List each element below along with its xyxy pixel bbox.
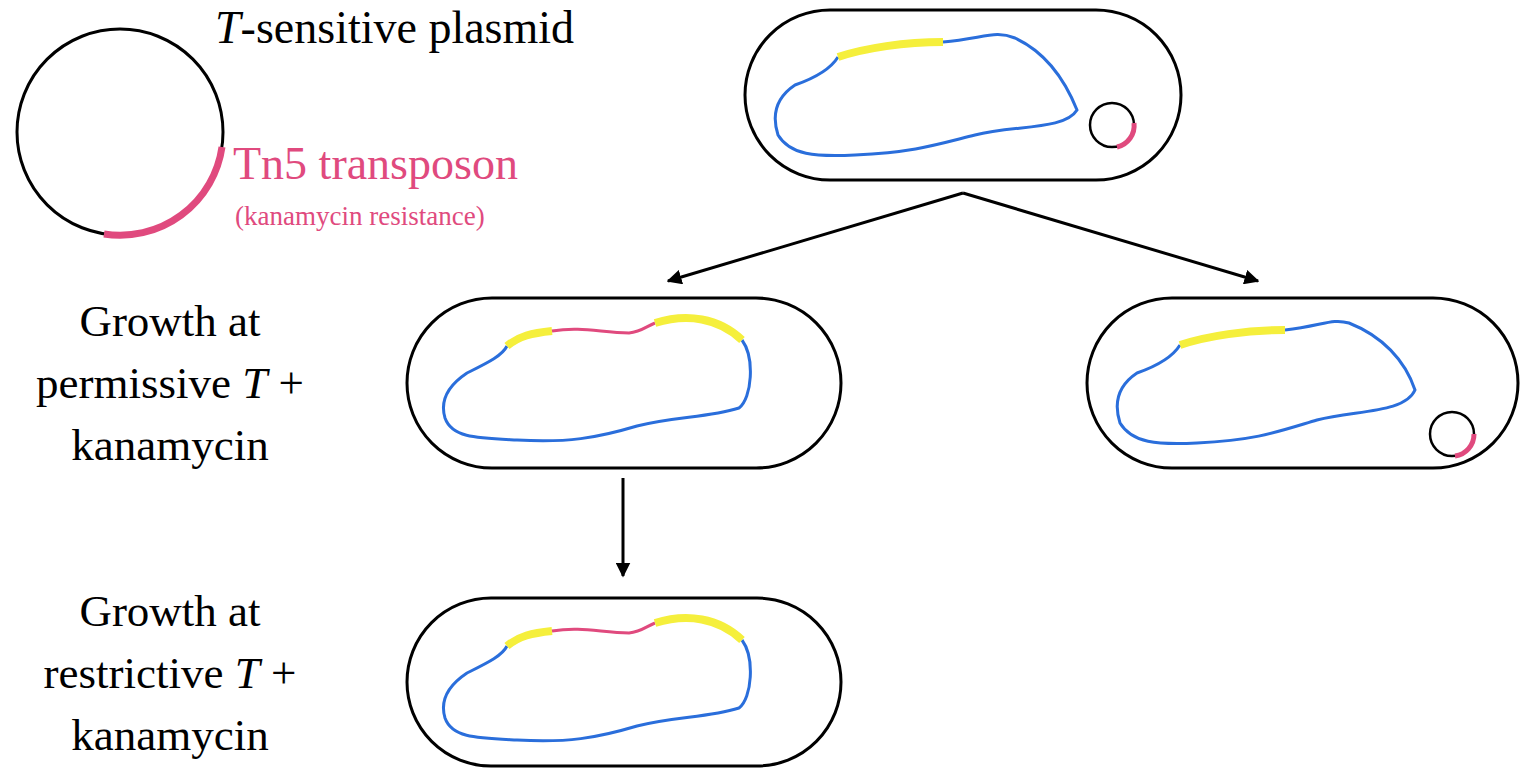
transposon-note: (kanamycin resistance) <box>235 200 635 232</box>
text-run: T <box>242 358 267 408</box>
arrow <box>622 478 625 576</box>
plasmid-circle <box>1090 103 1134 147</box>
text-run: Growth at restrictive <box>44 586 261 698</box>
transposon-label: Tn5 transposon <box>233 138 653 191</box>
text-run: T <box>215 2 241 53</box>
target-gene <box>655 318 742 340</box>
target-gene <box>655 618 742 640</box>
transposon-segment <box>1455 434 1474 456</box>
text-run: -sensitive plasmid <box>241 2 574 53</box>
chromosome <box>1117 321 1415 443</box>
text-run: (kanamycin resistance) <box>235 201 485 231</box>
condition-label: Growth at permissive T + kanamycin <box>10 290 330 476</box>
target-gene <box>1180 330 1285 345</box>
chromosome <box>775 35 1077 156</box>
transposon-segment <box>104 147 222 235</box>
target-gene <box>838 42 943 57</box>
target-gene <box>507 631 552 646</box>
target-gene <box>507 331 552 346</box>
cell <box>745 10 1181 180</box>
plasmid-label: T-sensitive plasmid <box>215 2 675 55</box>
arrow <box>668 193 963 281</box>
plasmid-circle <box>17 29 223 235</box>
text-run: Tn5 transposon <box>233 138 518 189</box>
transposon-insert <box>552 623 655 633</box>
text-run: Growth at permissive <box>36 296 261 408</box>
transposon-insert <box>552 323 655 333</box>
chromosome <box>444 340 751 441</box>
condition-label: Growth at restrictive T + kanamycin <box>10 580 330 766</box>
arrow <box>963 193 1258 281</box>
cell <box>407 298 841 468</box>
chromosome <box>444 640 751 741</box>
transposon-segment <box>1117 123 1134 147</box>
cell <box>1087 298 1518 468</box>
cell <box>407 598 841 766</box>
plasmid-circle <box>1430 412 1474 456</box>
text-run: T <box>235 648 260 698</box>
